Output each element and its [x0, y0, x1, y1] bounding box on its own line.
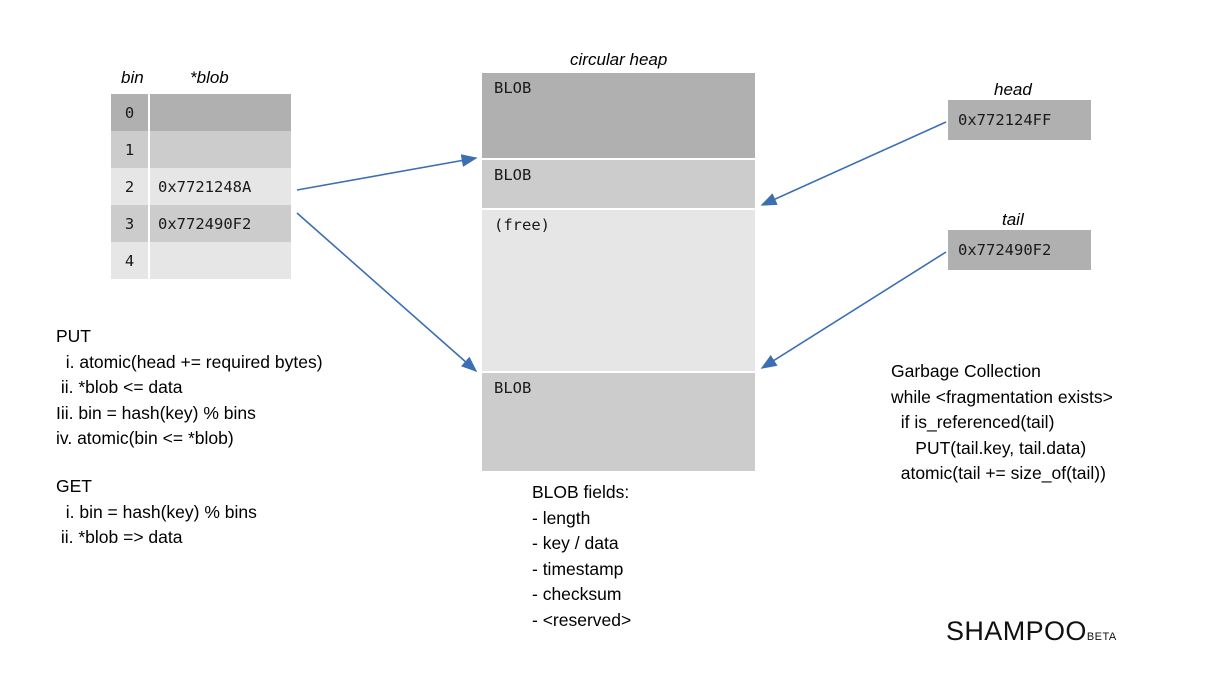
tail-pointer-box[interactable]: 0x772490F2	[948, 230, 1091, 270]
heap-block-label: (free)	[494, 216, 550, 234]
heap-block-blob-1[interactable]: BLOB	[482, 73, 755, 158]
bin-index-cell: 2	[124, 177, 135, 196]
head-pointer-title: head	[994, 80, 1032, 100]
arrow-head-to-heap	[760, 121, 947, 206]
logo-wordmark: SHAMPOO	[946, 616, 1087, 646]
circular-heap: BLOB BLOB (free) BLOB	[482, 73, 755, 471]
bin-table: 0 1 2 0x7721248A 3 0x772490F2 4	[111, 94, 291, 279]
tail-pointer-title: tail	[1002, 210, 1024, 230]
head-pointer-title-label: head	[994, 80, 1032, 99]
table-row[interactable]: 1	[111, 131, 291, 168]
table-column-divider	[148, 94, 150, 279]
arrow-bin3-to-blob3	[296, 212, 478, 373]
list-item: - timestamp	[532, 558, 624, 579]
bin-index-cell: 3	[124, 214, 135, 233]
bin-index-cell: 1	[124, 140, 135, 159]
get-procedure: GET i. bin = hash(key) % bins ii. *blob …	[56, 474, 257, 551]
bin-pointer-cell	[148, 131, 291, 168]
head-pointer-value: 0x772124FF	[958, 111, 1052, 129]
list-item: - checksum	[532, 584, 622, 604]
table-row[interactable]: 0	[111, 94, 291, 131]
shampoo-logo: SHAMPOOBETA	[946, 616, 1117, 647]
put-step-3: Iii. bin = hash(key) % bins	[56, 402, 256, 423]
table-row[interactable]: 3 0x772490F2	[111, 205, 291, 242]
gc-title: Garbage Collection	[891, 361, 1041, 381]
heap-block-label: BLOB	[494, 166, 532, 184]
list-item: - <reserved>	[532, 609, 632, 630]
get-step-1: i. bin = hash(key) % bins	[56, 501, 257, 522]
head-pointer-box[interactable]: 0x772124FF	[948, 100, 1091, 140]
put-procedure: PUT i. atomic(head += required bytes) ii…	[56, 324, 323, 452]
bin-index-cell: 4	[124, 251, 135, 270]
bin-pointer-cell: 0x7721248A	[158, 177, 252, 196]
arrow-bin2-to-blob2	[296, 154, 478, 191]
gc-line-2: if is_referenced(tail)	[891, 412, 1055, 432]
gc-line-3: PUT(tail.key, tail.data)	[891, 437, 1087, 458]
heap-block-free[interactable]: (free)	[482, 208, 755, 371]
gc-line-1: while <fragmentation exists>	[891, 386, 1113, 407]
heap-block-label: BLOB	[494, 79, 532, 97]
heap-title: circular heap	[570, 50, 667, 70]
logo-beta-tag: BETA	[1086, 631, 1117, 643]
list-item: - length	[532, 507, 591, 528]
table-row[interactable]: 2 0x7721248A	[111, 168, 291, 205]
gc-line-4: atomic(tail += size_of(tail))	[891, 463, 1106, 483]
blob-fields-title: BLOB fields:	[532, 482, 630, 502]
blob-column-header: *blob	[190, 68, 229, 88]
put-step-2: ii. *blob <= data	[56, 377, 183, 397]
bin-index-cell: 0	[124, 103, 135, 122]
bin-column-header-label: bin	[121, 68, 144, 87]
bin-column-header: bin	[121, 68, 144, 88]
list-item: - key / data	[532, 533, 619, 553]
bin-pointer-cell	[148, 94, 291, 131]
blob-column-header-label: *blob	[190, 68, 229, 87]
table-row[interactable]: 4	[111, 242, 291, 279]
bin-pointer-cell: 0x772490F2	[158, 214, 252, 233]
heap-block-blob-3[interactable]: BLOB	[482, 371, 755, 471]
put-step-4: iv. atomic(bin <= *blob)	[56, 428, 234, 448]
get-title: GET	[56, 476, 92, 496]
heap-title-label: circular heap	[570, 50, 668, 69]
arrow-tail-to-heap	[760, 251, 947, 369]
tail-pointer-value: 0x772490F2	[958, 241, 1052, 259]
put-title: PUT	[56, 326, 91, 346]
tail-pointer-title-label: tail	[1002, 210, 1024, 229]
garbage-collection-procedure: Garbage Collection while <fragmentation …	[891, 359, 1113, 487]
heap-block-label: BLOB	[494, 379, 532, 397]
heap-block-blob-2[interactable]: BLOB	[482, 158, 755, 208]
bin-pointer-cell	[148, 242, 291, 279]
get-step-2: ii. *blob => data	[56, 527, 183, 547]
put-step-1: i. atomic(head += required bytes)	[56, 351, 323, 372]
blob-fields-list: BLOB fields: - length - key / data - tim…	[532, 480, 631, 633]
